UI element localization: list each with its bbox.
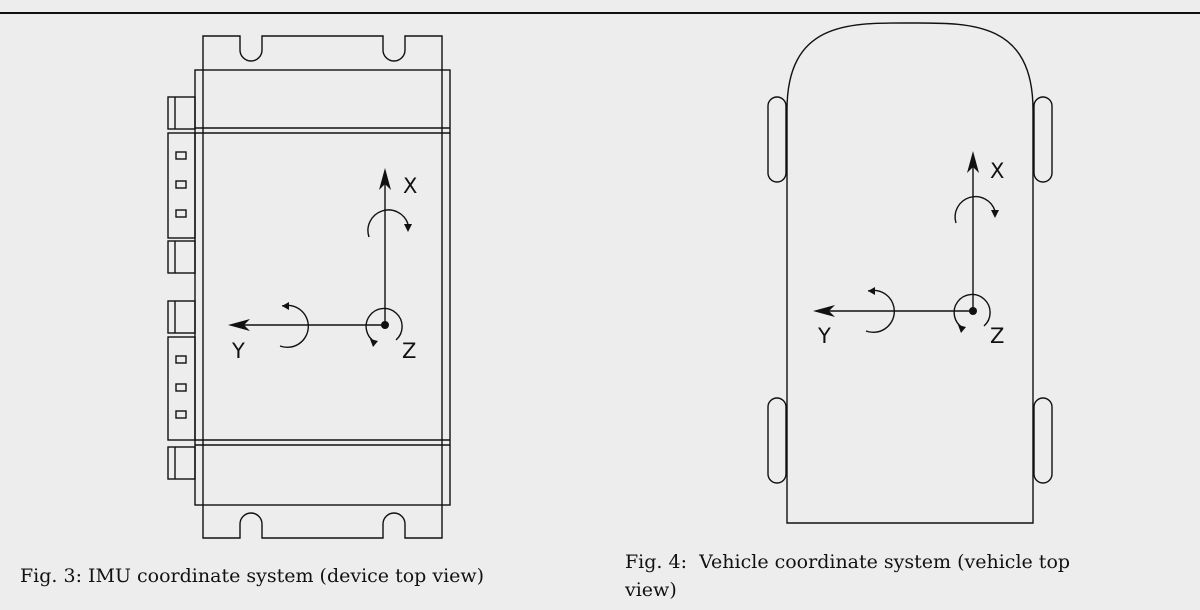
vehicle-y-axis-label: Y (817, 324, 831, 348)
vehicle-x-axis-arrowhead (967, 151, 979, 173)
bottom-mount-plate (202, 505, 443, 539)
vehicle-body (786, 22, 1034, 524)
rear-left-wheel (767, 397, 787, 484)
vehicle-x-rotation-arrow (954, 195, 996, 224)
vehicle-origin-dot (969, 307, 977, 315)
front-left-wheel (767, 96, 787, 183)
connector-port-block-upper (167, 132, 196, 239)
z-axis-label: Z (402, 339, 416, 363)
origin-dot (381, 321, 389, 329)
x-axis-label: X (403, 174, 417, 198)
figure-4-caption: Fig. 4: Vehicle coordinate system (vehic… (625, 548, 1195, 604)
connector-4 (167, 446, 196, 480)
y-axis-label: Y (231, 339, 245, 363)
connector-port-block-lower (167, 336, 196, 441)
z-rotation-arrow (365, 307, 403, 343)
vehicle-y-rotation-arrow (865, 289, 895, 334)
x-rotation-arrow (367, 209, 409, 238)
figure-3-caption: Fig. 3: IMU coordinate system (device to… (20, 565, 485, 587)
x-axis-arrowhead (379, 168, 391, 190)
connector-1 (167, 96, 196, 130)
connector-2 (167, 240, 196, 274)
front-right-wheel (1033, 96, 1053, 183)
rear-right-wheel (1033, 397, 1053, 484)
connector-3 (167, 300, 196, 334)
imu-device-drawing: X Y Z (167, 35, 451, 539)
top-rule (0, 12, 1200, 14)
vehicle-drawing: X Y Z (767, 22, 1053, 524)
vehicle-z-axis-label: Z (990, 324, 1004, 348)
figure-4-caption-line2: view) (625, 579, 677, 601)
vehicle-x-axis-label: X (990, 159, 1004, 183)
vehicle-y-axis-arrowhead (813, 305, 835, 317)
y-rotation-arrow (279, 304, 309, 349)
imu-device-figure: X Y Z (0, 0, 560, 560)
figure-4-caption-line1: Fig. 4: Vehicle coordinate system (vehic… (625, 551, 1071, 573)
vehicle-z-rotation-arrow (953, 293, 991, 329)
y-axis-arrowhead (228, 319, 250, 331)
device-housing (194, 69, 451, 506)
top-mount-plate (202, 35, 443, 70)
